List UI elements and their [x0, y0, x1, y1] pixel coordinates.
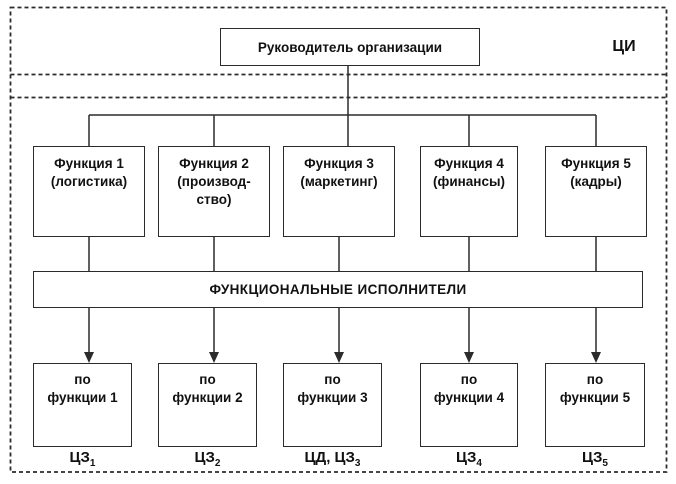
function-box-4: Функция 4 (финансы)	[420, 146, 518, 237]
root-box-label: Руководитель организации	[257, 39, 443, 55]
performer-box-1: по функции 1	[33, 363, 132, 447]
performer-tag-1: ЦЗ1	[33, 449, 132, 469]
tag-4-base: ЦЗ	[456, 449, 477, 466]
root-box: Руководитель организации	[220, 28, 480, 66]
performer-box-2: по функции 2	[158, 363, 257, 447]
performer-box-5: по функции 5	[545, 363, 645, 447]
function-box-3: Функция 3 (маркетинг)	[283, 146, 395, 237]
function-box-2-label: Функция 2 (производ- ство)	[177, 156, 251, 207]
performer-box-2-label: по функции 2	[172, 372, 243, 406]
function-box-2: Функция 2 (производ- ство)	[158, 146, 270, 237]
performer-box-3-label: по функции 3	[297, 372, 368, 406]
tag-2-base: ЦЗ	[194, 449, 215, 466]
performer-box-4-label: по функции 4	[433, 372, 505, 406]
band-to-performer-arrows	[84, 308, 601, 363]
tag-1-base: ЦЗ	[69, 449, 90, 466]
performer-tag-2: ЦЗ2	[158, 449, 257, 469]
performer-tag-4: ЦЗ4	[420, 449, 518, 469]
function-box-1: Функция 1 (логистика)	[33, 146, 145, 237]
function-box-5: Функция 5 (кадры)	[545, 146, 647, 237]
executors-band-label: ФУНКЦИОНАЛЬНЫЕ ИСПОЛНИТЕЛИ	[209, 282, 467, 297]
tag-4-sub: 4	[476, 458, 482, 469]
function-box-5-label: Функция 5 (кадры)	[561, 156, 631, 189]
performer-box-5-label: по функции 5	[559, 372, 631, 406]
tag-3-prefix: ЦД,	[304, 449, 335, 466]
performer-box-1-label: по функции 1	[47, 372, 118, 406]
function-box-1-label: Функция 1 (логистика)	[50, 156, 128, 189]
tag-3-sub: 3	[354, 458, 361, 469]
tag-3-base: ЦЗ	[334, 449, 355, 466]
function-box-3-label: Функция 3 (маркетинг)	[300, 156, 378, 189]
zone-ci-label: ЦИ	[612, 38, 636, 55]
tag-5-sub: 5	[602, 458, 608, 469]
tag-2-sub: 2	[214, 458, 221, 469]
performer-box-4: по функции 4	[420, 363, 518, 447]
function-box-4-label: Функция 4 (финансы)	[433, 156, 505, 189]
performer-tag-5: ЦЗ5	[545, 449, 645, 469]
performer-box-3: по функции 3	[283, 363, 382, 447]
executors-band: ФУНКЦИОНАЛЬНЫЕ ИСПОЛНИТЕЛИ	[33, 271, 643, 308]
tag-1-sub: 1	[89, 458, 96, 469]
tag-5-base: ЦЗ	[582, 449, 603, 466]
performer-tag-3: ЦД, ЦЗ3	[283, 449, 382, 469]
